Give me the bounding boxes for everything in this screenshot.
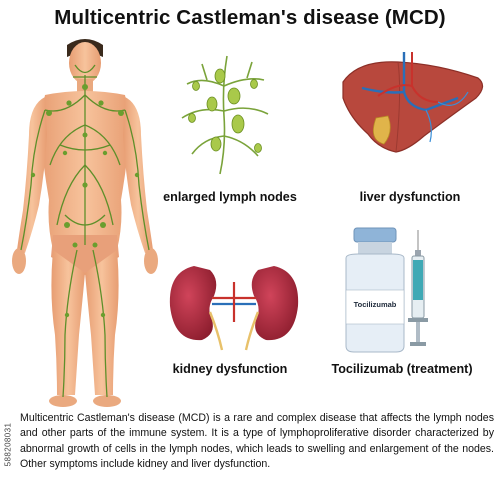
lymph-node-dots (30, 84, 140, 318)
vial-icon (345, 227, 405, 353)
label-liver-dysfunction: liver dysfunction (359, 190, 461, 204)
kidney-illustration (169, 266, 299, 351)
right-leg (85, 250, 119, 395)
gallbladder (372, 115, 391, 145)
right-kidney (251, 266, 299, 341)
label-tocilizumab-treatment: Tocilizumab (treatment) (331, 362, 473, 376)
label-kidney-dysfunction: kidney dysfunction (172, 362, 288, 376)
human-body-illustration (12, 39, 158, 407)
liver-illustration (342, 52, 484, 153)
left-leg (51, 250, 85, 395)
vial-label: Tocilizumab (353, 300, 397, 309)
page-title: Multicentric Castleman's disease (MCD) (54, 6, 446, 29)
lymph-node-illustration (181, 55, 269, 175)
label-enlarged-lymph-nodes: enlarged lymph nodes (163, 190, 297, 204)
head (69, 42, 101, 84)
left-kidney (169, 266, 217, 341)
stock-id: 588208031 (3, 422, 13, 467)
syringe-icon (408, 230, 428, 346)
description-paragraph: Multicentric Castleman's disease (MCD) i… (20, 412, 494, 470)
